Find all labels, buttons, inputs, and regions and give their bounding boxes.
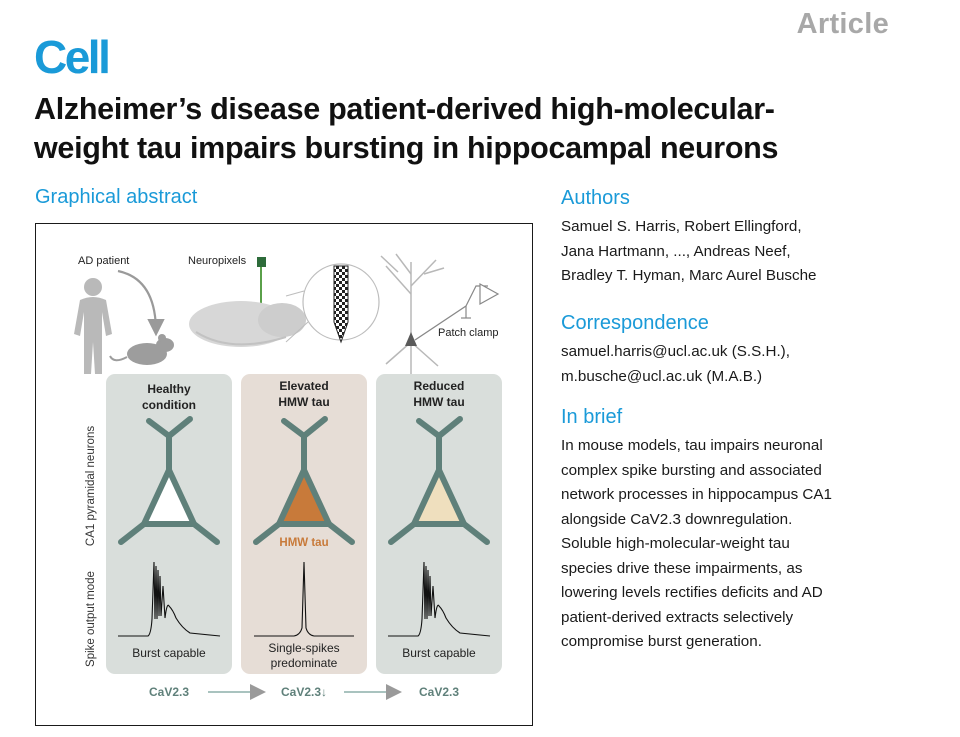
authors-list: Samuel S. Harris, Robert Ellingford, Jan… [561, 215, 941, 289]
output-label: Burst capable [132, 646, 206, 660]
in-brief-line: species drive these impairments, as [561, 559, 803, 577]
panel-title: HMW tau [278, 395, 329, 409]
output-label: predominate [271, 656, 338, 670]
neuron-reduced [388, 416, 490, 545]
in-brief-line: In mouse models, tau impairs neuronal [561, 437, 823, 454]
burst-trace-healthy [118, 561, 221, 637]
in-brief-line: complex spike bursting and associated [561, 461, 822, 479]
row-label-spike-output: Spike output mode [85, 571, 97, 667]
neuropixels-group: Neuropixels [188, 255, 380, 347]
ad-patient-group: AD patient [74, 255, 174, 374]
patch-pipette [414, 305, 467, 341]
panel-title: Reduced [414, 379, 465, 393]
channel-label: CaV2.3 [419, 685, 459, 699]
neuron-healthy [118, 416, 220, 545]
authors-line: Bradley T. Hyman, Marc Aurel Busche [561, 267, 817, 284]
panel-title: condition [142, 398, 196, 412]
row-label-neurons: CA1 pyramidal neurons [85, 426, 97, 546]
correspondence-list: samuel.harris@ucl.ac.uk (S.S.H.), m.busc… [561, 340, 941, 389]
panel-title: Healthy [147, 382, 191, 396]
neuropixels-label: Neuropixels [188, 255, 247, 267]
brain-contour [195, 331, 287, 346]
pyramidal-neuron-sketch [380, 253, 445, 374]
correspondence-email[interactable]: m.busche@ucl.ac.uk (M.A.B.) [561, 367, 763, 385]
patient-to-mouse-arrow [117, 269, 165, 337]
in-brief-line: compromise burst generation. [561, 633, 762, 650]
channel-label: CaV2.3 [149, 685, 189, 699]
article-type-label: Article [796, 8, 889, 40]
output-label: Single-spikes [268, 641, 339, 655]
correspondence-heading: Correspondence [561, 312, 709, 334]
authors-line: Jana Hartmann, ..., Andreas Neef, [561, 242, 791, 260]
amplifier-icon [479, 282, 500, 306]
in-brief-text: In mouse models, tau impairs neuronal co… [561, 434, 941, 655]
single-spike-trace-elevated [254, 561, 354, 637]
graphical-abstract-figure: AD patient Neuropixels [74, 253, 502, 700]
patch-clamp-label: Patch clamp [438, 327, 499, 339]
authors-line: Samuel S. Harris, Robert Ellingford, [561, 218, 802, 235]
graphical-abstract-heading: Graphical abstract [35, 186, 198, 208]
authors-heading: Authors [561, 187, 630, 209]
journal-logo: Cell [34, 31, 111, 83]
zoom-line [285, 290, 305, 297]
article-title-line: Alzheimer’s disease patient-derived high… [34, 92, 775, 126]
brain-cerebellum [258, 303, 306, 337]
probe-checker-icon [333, 265, 349, 344]
hmw-tau-label: HMW tau [279, 537, 328, 549]
in-brief-line: alongside CaV2.3 downregulation. [561, 510, 793, 528]
human-figure-icon [74, 278, 112, 374]
ad-patient-label: AD patient [78, 255, 129, 267]
article-title-line: weight tau impairs bursting in hippocamp… [34, 131, 779, 165]
patch-clamp-group: Patch clamp [380, 253, 500, 374]
correspondence-email[interactable]: samuel.harris@ucl.ac.uk (S.S.H.), [561, 343, 790, 360]
zoom-line [285, 321, 309, 343]
neuron-elevated [253, 416, 355, 545]
burst-trace-reduced [388, 561, 491, 637]
output-label: Burst capable [402, 646, 476, 660]
panel-title: HMW tau [413, 395, 464, 409]
channel-label: CaV2.3↓ [281, 685, 327, 699]
in-brief-heading: In brief [561, 406, 623, 428]
in-brief-line: patient-derived extracts selectively [561, 608, 794, 626]
mouse-icon [109, 334, 174, 365]
neuropixels-probe-icon [257, 257, 266, 267]
in-brief-line: lowering levels rectifies deficits and A… [561, 584, 823, 601]
graphical-abstract: AD patient Neuropixels [35, 223, 533, 726]
article-title: Alzheimer’s disease patient-derived high… [34, 90, 914, 168]
in-brief-line: network processes in hippocampus CA1 [561, 486, 832, 503]
panel-title: Elevated [279, 379, 328, 393]
neuron-soma [405, 332, 417, 346]
in-brief-line: Soluble high-molecular-weight tau [561, 535, 790, 552]
